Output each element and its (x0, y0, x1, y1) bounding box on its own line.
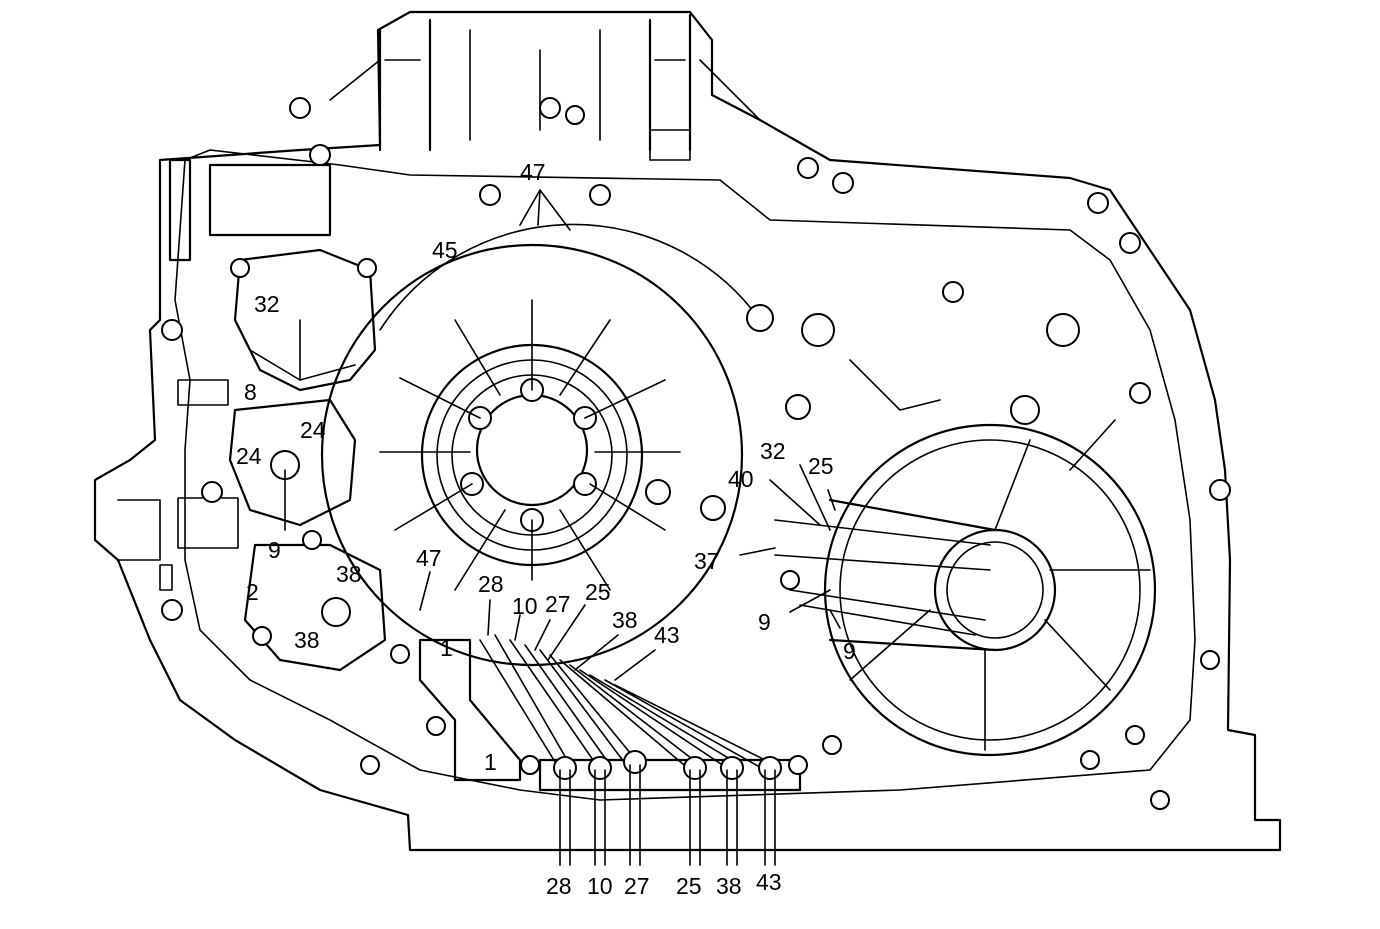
label-38-a: 38 (336, 561, 362, 587)
label-24-a: 24 (300, 417, 326, 443)
case-outline (93, 10, 1282, 852)
label-1-a: 1 (440, 635, 453, 661)
label-27-mid: 27 (545, 591, 571, 617)
leader-lines (419, 189, 841, 681)
label-bottom-38: 38 (716, 873, 742, 899)
fluid-passages (418, 634, 802, 792)
label-32-left: 32 (254, 291, 280, 317)
label-8: 8 (244, 379, 257, 405)
right-drum (774, 359, 1157, 757)
label-32-right: 32 (760, 438, 786, 464)
label-45: 45 (432, 237, 458, 263)
label-47-top: 47 (520, 159, 546, 185)
label-43-mid: 43 (654, 622, 680, 648)
label-bottom-10: 10 (587, 873, 613, 899)
label-28-mid: 28 (478, 571, 504, 597)
label-47-mid: 47 (416, 545, 442, 571)
label-25-mid: 25 (585, 579, 611, 605)
label-25-right: 25 (808, 453, 834, 479)
label-bottom-27: 27 (624, 873, 650, 899)
left-side-blocks (117, 158, 332, 591)
label-2: 2 (246, 579, 259, 605)
label-9-left: 9 (268, 537, 281, 563)
left-drum (320, 223, 761, 667)
label-38-mid: 38 (612, 607, 638, 633)
label-9-right-b: 9 (843, 638, 856, 664)
label-bottom-28: 28 (546, 873, 572, 899)
label-40: 40 (728, 466, 754, 492)
left-valve-areas (228, 248, 387, 672)
label-38-b: 38 (294, 627, 320, 653)
label-9-right-a: 9 (758, 609, 771, 635)
label-10-mid: 10 (512, 593, 538, 619)
case-inner-outline (174, 149, 1196, 801)
label-bottom-43: 43 (756, 869, 782, 895)
label-24-b: 24 (236, 443, 262, 469)
label-37: 37 (694, 548, 720, 574)
label-1-b: 1 (484, 749, 497, 775)
bottom-ports (553, 750, 782, 866)
top-housing (329, 13, 761, 161)
label-bottom-25: 25 (676, 873, 702, 899)
bolt-holes (161, 97, 1231, 810)
